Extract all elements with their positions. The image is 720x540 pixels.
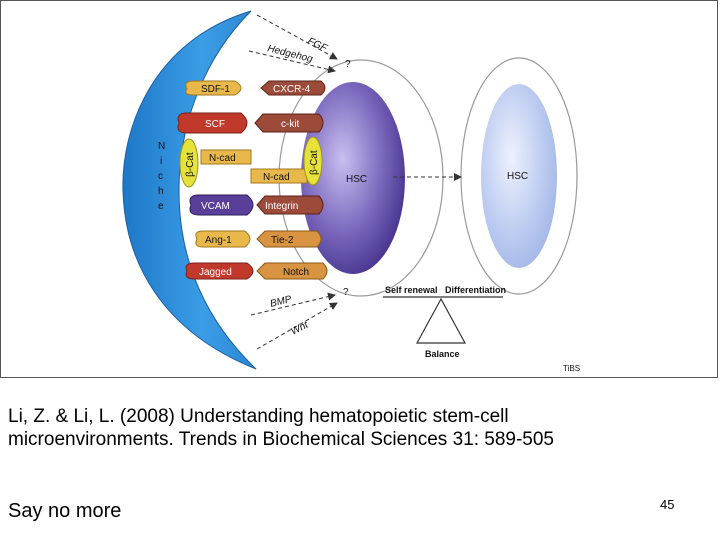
citation-line-1: Li, Z. & Li, L. (2008) Understanding hem… [8,406,509,427]
svg-text:CXCR-4: CXCR-4 [273,84,311,95]
svg-text:Jagged: Jagged [199,267,232,278]
receptor-integrin: Integrin [256,195,324,215]
ligand-scf: SCF [177,112,248,134]
slide-note: Say no more [8,500,122,522]
citation-line-2: microenvironments. Trends in Biochemical… [8,429,554,450]
receptor-cxcr4: CXCR-4 [260,80,326,96]
wnt-label: Wnt [289,319,311,338]
receptor-ckit: c-kit [254,113,324,133]
svg-text:SDF-1: SDF-1 [201,84,230,95]
svg-text:N-cad: N-cad [209,153,236,164]
bmp-label: BMP [269,294,293,310]
svg-text:Notch: Notch [283,267,309,278]
svg-text:Tie-2: Tie-2 [271,235,294,246]
citation: Li, Z. & Li, L. (2008) Understanding hem… [8,405,708,451]
svg-text:VCAM: VCAM [201,201,230,212]
niche-diagram: N i c h e HSC HSC SDF-1 SCF N-cad VCAM A… [122,10,580,373]
hsc-left-label: HSC [346,174,367,185]
hedgehog-label: Hedgehog [266,43,314,65]
question-mark-top: ? [345,59,351,70]
balance-label: Balance [425,349,460,359]
ligand-sdf1: SDF-1 [185,80,242,96]
receptor-tie2: Tie-2 [256,230,322,248]
ligand-vcam: VCAM [189,194,254,216]
svg-text:SCF: SCF [205,119,225,130]
fgf-label: FGF [306,36,330,55]
tibs-watermark: TiBS [563,364,580,373]
receptor-notch: Notch [256,262,328,280]
svg-text:c-kit: c-kit [281,119,300,130]
niche-letter: e [158,201,164,212]
niche-crescent [122,10,257,370]
bmp-arrow [250,292,336,316]
niche-letter: h [158,186,164,197]
svg-text:Ang-1: Ang-1 [205,235,232,246]
beta-cat-right: β-Cat [303,136,323,186]
niche-diagram-figure: N i c h e HSC HSC SDF-1 SCF N-cad VCAM A… [0,0,718,378]
receptor-ncad: N-cad [250,168,308,184]
fgf-arrow [256,14,338,60]
hsc-cell-left [301,82,405,274]
hedgehog-arrow [248,50,336,74]
hsc-right-label: HSC [507,171,528,182]
question-mark-bottom: ? [343,287,349,298]
beta-cat-left: β-Cat [179,138,199,188]
wnt-arrow [256,302,338,350]
page-number: 45 [660,497,675,512]
niche-letter: i [160,156,162,167]
self-renewal-label: Self renewal [385,285,438,295]
svg-text:N-cad: N-cad [263,172,290,183]
svg-text:β-Cat: β-Cat [309,150,320,175]
hsc-cell-right [481,84,557,268]
ligand-ncad: N-cad [200,149,252,165]
svg-text:β-Cat: β-Cat [185,152,196,177]
niche-letter: N [158,141,165,152]
ligand-ang1: Ang-1 [195,230,251,248]
ligand-jagged: Jagged [185,262,254,280]
balance-fulcrum [415,297,467,344]
svg-text:Integrin: Integrin [265,201,298,212]
niche-letter: c [158,171,163,182]
differentiation-label: Differentiation [445,285,506,295]
